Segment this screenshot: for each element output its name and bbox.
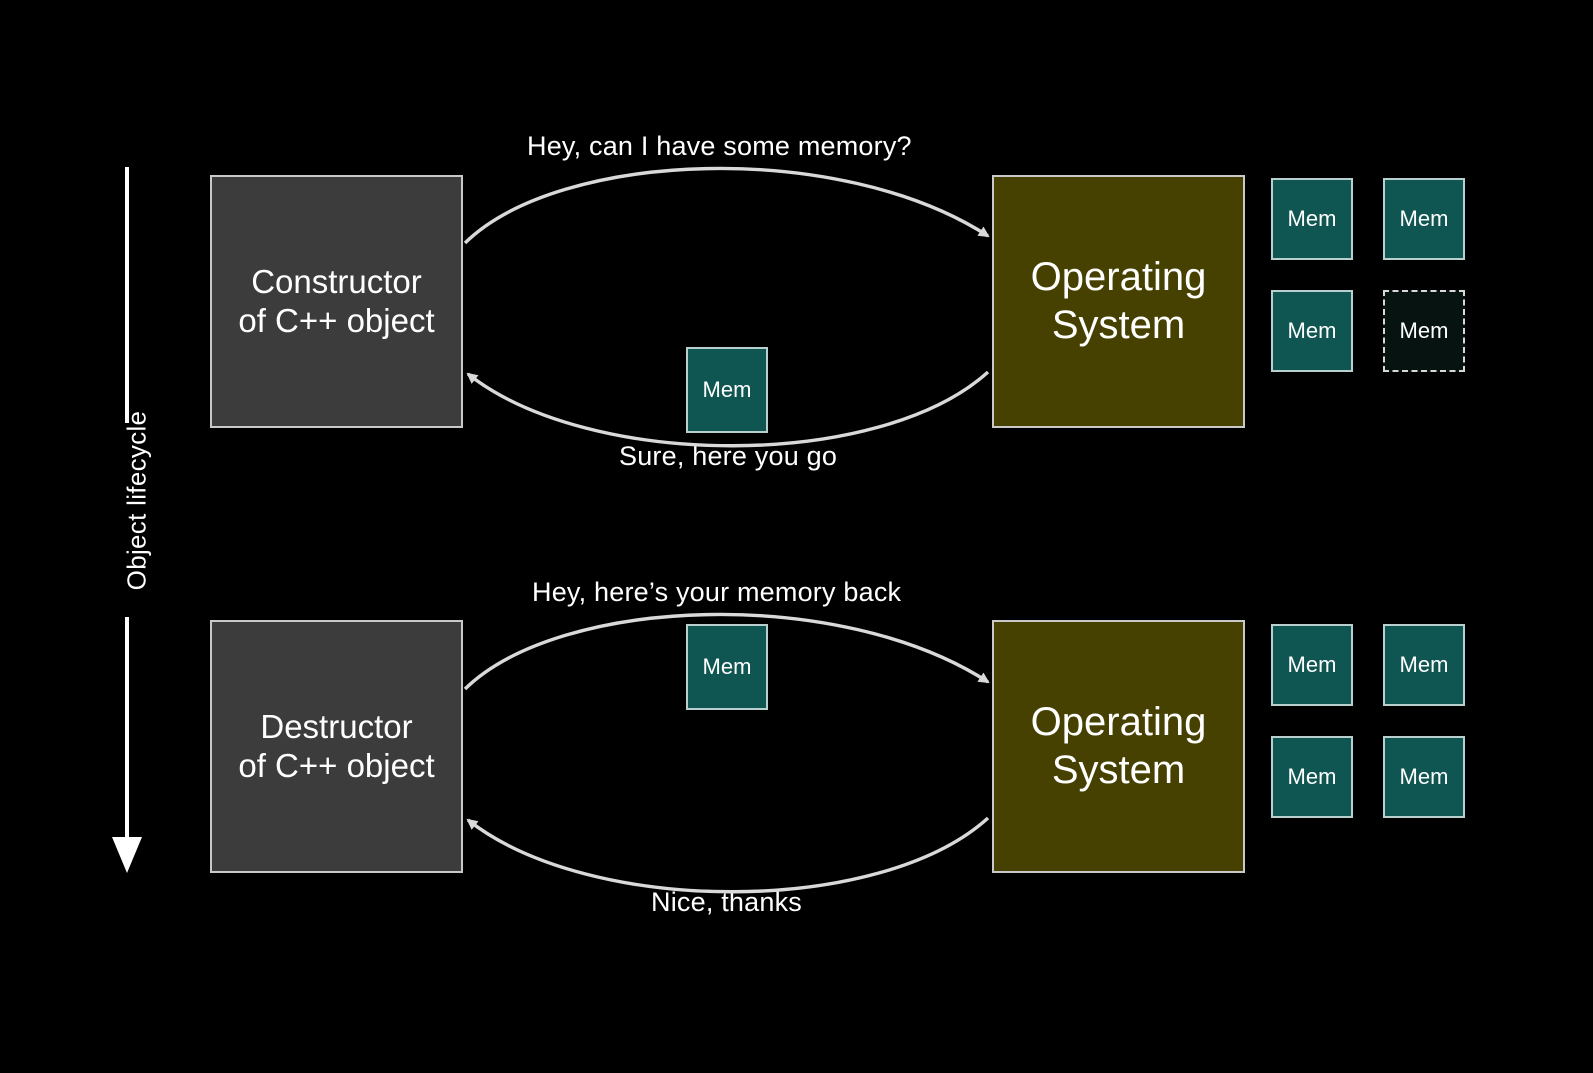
response-caption-bottom: Nice, thanks — [651, 887, 802, 917]
mem-pool-block-bottom-3[interactable]: Mem — [1271, 736, 1353, 818]
constructor-box-text: Constructor of C++ object — [238, 262, 435, 339]
operating-system-box-bottom-text: Operating System — [1030, 700, 1207, 792]
operating-system-box-bottom[interactable]: Operating System — [992, 620, 1245, 873]
mem-pool-block-bottom-1[interactable]: Mem — [1271, 624, 1353, 706]
destructor-box[interactable]: Destructor of C++ object — [210, 620, 463, 873]
operating-system-box-top-text: Operating System — [1030, 255, 1207, 347]
request-caption-bottom: Hey, here’s your memory back — [532, 577, 902, 607]
request-caption-top: Hey, can I have some memory? — [527, 131, 912, 161]
lifecycle-arrow-icon — [112, 167, 142, 873]
mem-pool-block-top-4-freed[interactable]: Mem — [1383, 290, 1465, 372]
arrow-response-bottom — [466, 816, 990, 894]
arrow-request-top — [463, 166, 990, 245]
object-lifecycle-label: Object lifecycle — [121, 410, 152, 591]
destructor-box-text: Destructor of C++ object — [238, 707, 435, 784]
mem-block-in-transit-top[interactable]: Mem — [686, 347, 768, 433]
mem-pool-block-top-3[interactable]: Mem — [1271, 290, 1353, 372]
constructor-box[interactable]: Constructor of C++ object — [210, 175, 463, 428]
mem-block-in-transit-bottom[interactable]: Mem — [686, 624, 768, 710]
object-lifecycle-axis: Object lifecycle — [105, 165, 165, 875]
mem-pool-block-top-2[interactable]: Mem — [1383, 178, 1465, 260]
mem-pool-block-bottom-2[interactable]: Mem — [1383, 624, 1465, 706]
mem-pool-block-top-1[interactable]: Mem — [1271, 178, 1353, 260]
response-caption-top: Sure, here you go — [619, 441, 838, 471]
operating-system-box-top[interactable]: Operating System — [992, 175, 1245, 428]
mem-pool-block-bottom-4[interactable]: Mem — [1383, 736, 1465, 818]
